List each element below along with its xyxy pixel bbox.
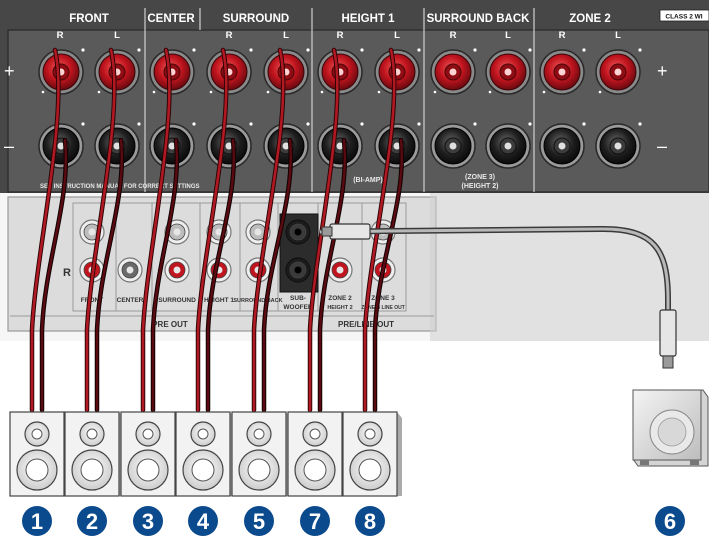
section-header-center: CENTER: [147, 13, 195, 25]
speaker-3: [120, 411, 180, 497]
speaker-number-badges: 1 2 3 4 5 7 8: [22, 506, 385, 536]
subwoofer-cable: [319, 223, 677, 369]
channel-letter-surround-l: L: [283, 30, 289, 41]
speaker-7: [287, 411, 347, 497]
subwoofer: [632, 389, 709, 467]
channel-letter-front-l: L: [114, 30, 120, 41]
speaker-2: [64, 411, 124, 497]
speaker-terminal-panel: FRONT CENTER SURROUND HEIGHT 1 SURROUND …: [0, 0, 709, 193]
terminal-minus: [539, 122, 586, 169]
polarity-plus-left: +: [4, 61, 15, 81]
rca-jack: [285, 257, 311, 283]
speaker-number-badge: 5: [244, 506, 274, 536]
jack-label-front: FRONT: [81, 297, 103, 304]
speaker-number: 3: [142, 509, 154, 534]
terminal-minus: [595, 122, 642, 169]
rca-jack: [285, 219, 311, 245]
class-badge-text: CLASS 2 WI: [665, 14, 702, 21]
polarity-plus-right: +: [657, 61, 668, 81]
terminal-plus: [485, 48, 532, 95]
speaker-number: 4: [197, 509, 210, 534]
jack-label-zone2-line2: HEIGHT 2: [327, 305, 352, 311]
speaker-number-badge: 1: [22, 506, 52, 536]
rca-jack: [117, 257, 143, 283]
rca-plug-receiver: [329, 223, 371, 240]
speaker-number: 1: [31, 509, 43, 534]
terminal-plus: [149, 48, 196, 95]
jack-label-zone3-line2: ZONE B LINE OUT: [361, 305, 405, 311]
jack-label-height1: HEIGHT 1: [204, 297, 234, 304]
speaker-number-badge: 2: [77, 506, 107, 536]
jack-label-subwoofer-line2: WOOFER: [283, 304, 313, 311]
speaker-number: 8: [364, 509, 376, 534]
terminal-plus: [539, 48, 586, 95]
row-label-r: R: [63, 267, 71, 279]
class-badge: [659, 9, 709, 22]
terminal-plus: [317, 48, 364, 95]
section-header-surround-back: SURROUND BACK: [427, 13, 531, 25]
section-header-height1: HEIGHT 1: [341, 13, 395, 25]
speaker-number-badge: 8: [355, 506, 385, 536]
section-header-front: FRONT: [69, 13, 109, 25]
jack-label-zone3: ZONE 3: [371, 295, 395, 302]
group-label-pre-out: PRE OUT: [152, 320, 188, 329]
terminal-minus: [430, 122, 477, 169]
polarity-minus-right: –: [657, 136, 667, 156]
speaker-1: [9, 411, 69, 497]
polarity-minus-left: –: [4, 136, 14, 156]
jack-label-center: CENTER: [117, 297, 144, 304]
channel-letter-surround-r: R: [226, 30, 233, 41]
channel-letter-zone2-r: R: [559, 30, 566, 41]
channel-letter-surround-back-r: R: [450, 30, 457, 41]
subwoofer-number-badge: 6: [655, 506, 685, 536]
channel-letter-zone2-l: L: [615, 30, 621, 41]
speaker-4: [175, 411, 235, 497]
rca-plug-subwoofer: [659, 309, 677, 357]
zone3-label: (ZONE 3): [465, 174, 495, 181]
jack-label-surround: SURROUND: [158, 297, 196, 304]
speaker-number-badge: 3: [133, 506, 163, 536]
speaker-number: 2: [86, 509, 98, 534]
terminal-minus: [485, 122, 532, 169]
binding-post-terminals: [38, 48, 642, 169]
terminal-plus: [206, 48, 253, 95]
section-header-surround: SURROUND: [223, 13, 289, 25]
subwoofer-number: 6: [664, 509, 676, 534]
speaker-number-badge: 7: [300, 506, 330, 536]
speaker-number: 5: [253, 509, 265, 534]
speaker-number: 7: [309, 509, 321, 534]
terminal-plus: [94, 48, 141, 95]
terminal-minus: [317, 122, 364, 169]
section-header-zone2: ZONE 2: [569, 13, 611, 25]
section-dividers: [144, 8, 535, 192]
speaker-8: [342, 411, 402, 497]
rca-jack: [164, 257, 190, 283]
channel-letter-surround-back-l: L: [505, 30, 511, 41]
speaker-5: [231, 411, 291, 497]
terminal-plus: [595, 48, 642, 95]
jack-label-subwoofer: SUB-: [290, 295, 306, 302]
jack-label-zone2: ZONE 2: [328, 295, 352, 302]
height2-label: (HEIGHT 2): [462, 183, 499, 190]
bi-amp-label: (BI-AMP): [353, 177, 383, 184]
speaker-number-badge: 4: [188, 506, 218, 536]
speaker-row: [9, 411, 402, 497]
rca-jack: [327, 257, 353, 283]
terminal-plus: [430, 48, 477, 95]
channel-letter-front-r: R: [57, 30, 64, 41]
channel-letter-height1-l: L: [394, 30, 400, 41]
channel-letter-height1-r: R: [337, 30, 344, 41]
